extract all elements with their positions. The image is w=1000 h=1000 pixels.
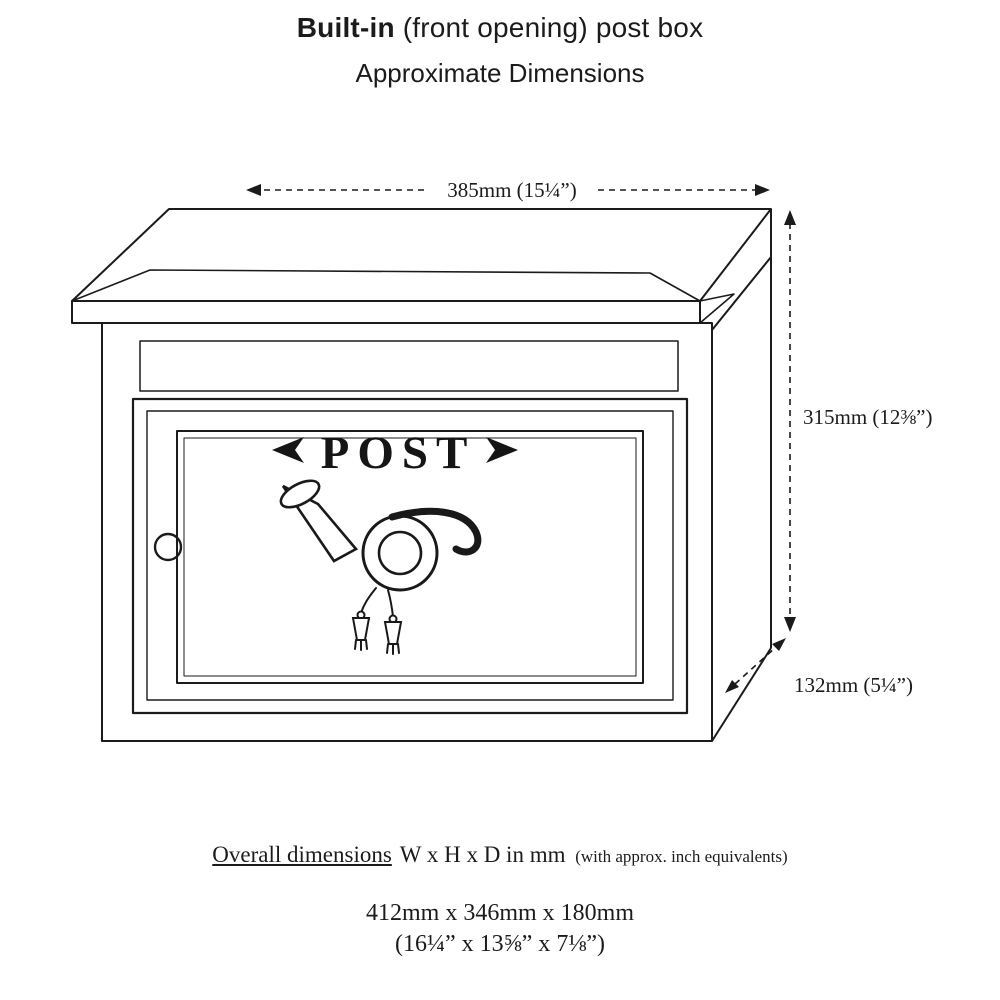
tassel-body-left bbox=[351, 617, 371, 641]
horn-cord bbox=[360, 587, 394, 618]
horn-mouthpiece-tube bbox=[388, 507, 482, 556]
width-arrow-left-icon bbox=[246, 184, 261, 196]
horn-coil-inner bbox=[377, 530, 423, 576]
width-dimension: 385mm (15¼”) bbox=[246, 178, 770, 202]
lid-bevel-ridge bbox=[71, 269, 701, 302]
height-arrow-bottom-icon bbox=[784, 617, 796, 632]
dimensions-mm-value: 412mm x 346mm x 180mm bbox=[365, 900, 634, 926]
keyhole-circle bbox=[153, 532, 183, 562]
depth-dimension-label: 132mm (5¼”) bbox=[794, 673, 913, 697]
page-subtitle: Approximate Dimensions bbox=[355, 58, 645, 88]
inch-equivalents-note: (with approx. inch equivalents) bbox=[575, 847, 788, 866]
depth-dimension: 132mm (5¼”) bbox=[725, 638, 913, 697]
depth-arrow-back-icon bbox=[772, 638, 786, 651]
side-bottom-edge bbox=[711, 647, 772, 742]
title-block: Built-in (front opening) post box Approx… bbox=[0, 12, 1000, 89]
tassel-body-right bbox=[383, 621, 403, 645]
dimensions-inches-value: (16¼” x 13⅝” x 7⅛”) bbox=[395, 931, 605, 957]
post-text: POST bbox=[321, 427, 476, 479]
page-title: Built-in (front opening) post box bbox=[0, 12, 1000, 44]
depth-arrow-front-icon bbox=[725, 680, 739, 693]
width-arrow-right-icon bbox=[755, 184, 770, 196]
height-dimension: 315mm (12⅜”) bbox=[784, 210, 932, 632]
lid-front-fascia bbox=[71, 300, 701, 324]
lid-right-end bbox=[699, 293, 735, 324]
horn-tassels bbox=[351, 610, 403, 655]
height-dimension-label: 315mm (12⅜”) bbox=[803, 405, 932, 429]
width-dimension-label: 385mm (15¼”) bbox=[447, 178, 576, 202]
overall-dimensions-label: Overall dimensions bbox=[212, 842, 392, 867]
post-left-flourish-icon bbox=[272, 437, 304, 463]
post-right-flourish-icon bbox=[486, 437, 518, 463]
post-horn-icon bbox=[279, 479, 482, 655]
horn-bell-mouth bbox=[279, 479, 321, 509]
lid-top-face bbox=[71, 208, 772, 302]
side-top-edge bbox=[711, 256, 772, 331]
letter-flap bbox=[139, 340, 679, 392]
title-regular-segment: (front opening) post box bbox=[394, 12, 704, 43]
title-bold-segment: Built-in bbox=[296, 12, 395, 43]
tassel-fringe-right bbox=[386, 643, 400, 655]
door-outer-edge bbox=[131, 397, 689, 715]
overall-dimensions-heading: Overall dimensions W x H x D in mm (with … bbox=[0, 842, 1000, 868]
door-inner-edge bbox=[146, 410, 674, 701]
body-front-face bbox=[101, 322, 713, 742]
depth-dim-line bbox=[734, 646, 777, 685]
height-arrow-top-icon bbox=[784, 210, 796, 225]
door-panel-inner bbox=[183, 437, 637, 677]
postbox-outline bbox=[71, 208, 772, 742]
horn-coil-outer bbox=[361, 514, 439, 592]
tassel-fringe-left bbox=[354, 639, 368, 651]
dimension-formula: W x H x D in mm bbox=[399, 842, 566, 867]
